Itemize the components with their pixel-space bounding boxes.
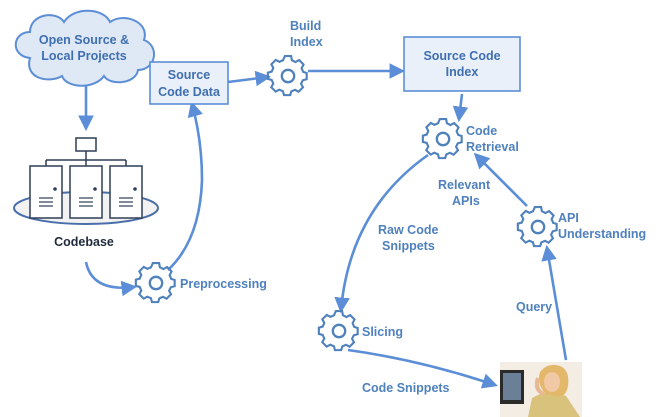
monitor-screen bbox=[503, 373, 521, 400]
api-understanding-label-line2: Understanding bbox=[558, 227, 646, 241]
slicing-label: Slicing bbox=[362, 325, 403, 339]
build-index-gear-icon bbox=[266, 54, 308, 97]
preprocessing-label: Preprocessing bbox=[180, 277, 267, 291]
edge-preprocessing-to-source-code-data bbox=[167, 100, 204, 271]
relevant-apis-label-line2: APIs bbox=[452, 194, 480, 208]
edge-code-retrieval-to-slicing bbox=[334, 153, 429, 314]
network-tree bbox=[45, 150, 127, 168]
codebase-servers-icon bbox=[13, 137, 159, 225]
cloud-label-line1: Open Source & bbox=[39, 33, 129, 47]
source-code-index-line2: Index bbox=[446, 65, 479, 79]
code-retrieval-label-line1: Code bbox=[466, 124, 497, 138]
source-code-data-line1: Source bbox=[168, 68, 210, 82]
relevant-apis-label-line1: Relevant bbox=[438, 178, 491, 192]
source-code-data-box: Source Code Data bbox=[149, 61, 229, 105]
network-hub bbox=[75, 137, 97, 152]
edge-source-code-index-to-code-retrieval bbox=[452, 93, 469, 123]
build-index-label-line1: Build bbox=[290, 19, 321, 33]
open-source-cloud: Open Source & Local Projects bbox=[14, 9, 155, 87]
person-hand bbox=[534, 377, 545, 396]
cloud-label-line2: Local Projects bbox=[41, 49, 126, 63]
source-code-index-rect bbox=[403, 36, 521, 92]
code-retrieval-gear-icon bbox=[421, 117, 463, 160]
server-tower-middle bbox=[69, 165, 103, 219]
api-understanding-gear-icon bbox=[516, 205, 558, 248]
user-at-computer-icon bbox=[500, 362, 582, 417]
cloud-shape bbox=[14, 9, 155, 87]
code-retrieval-label-line2: Retrieval bbox=[466, 140, 519, 154]
edge-api-understanding-to-code-retrieval bbox=[473, 152, 528, 207]
edge-slicing-to-user bbox=[347, 348, 498, 389]
source-code-data-line2: Code Data bbox=[158, 85, 221, 99]
build-index-label-line2: Index bbox=[290, 35, 323, 49]
codebase-label: Codebase bbox=[54, 235, 114, 249]
preprocessing-gear-icon bbox=[134, 261, 176, 304]
source-code-index-box: Source Code Index bbox=[403, 36, 521, 92]
raw-code-snippets-label-line1: Raw Code bbox=[378, 223, 438, 237]
person-shirt bbox=[528, 392, 580, 417]
edge-codebase-to-preprocessing bbox=[84, 261, 138, 297]
slicing-gear-icon bbox=[317, 309, 359, 352]
raw-code-snippets-label-line2: Snippets bbox=[382, 239, 435, 253]
query-label: Query bbox=[516, 300, 552, 314]
api-understanding-label-line1: API bbox=[558, 211, 579, 225]
edge-source-code-data-to-build-index bbox=[227, 70, 272, 87]
person-face bbox=[544, 372, 560, 392]
code-snippets-label: Code Snippets bbox=[362, 381, 450, 395]
edge-user-to-api-understanding bbox=[541, 244, 568, 361]
server-tower-right bbox=[109, 165, 143, 219]
source-code-data-rect bbox=[149, 61, 229, 105]
server-tower-left bbox=[29, 165, 63, 219]
source-code-index-line1: Source Code bbox=[423, 49, 500, 63]
